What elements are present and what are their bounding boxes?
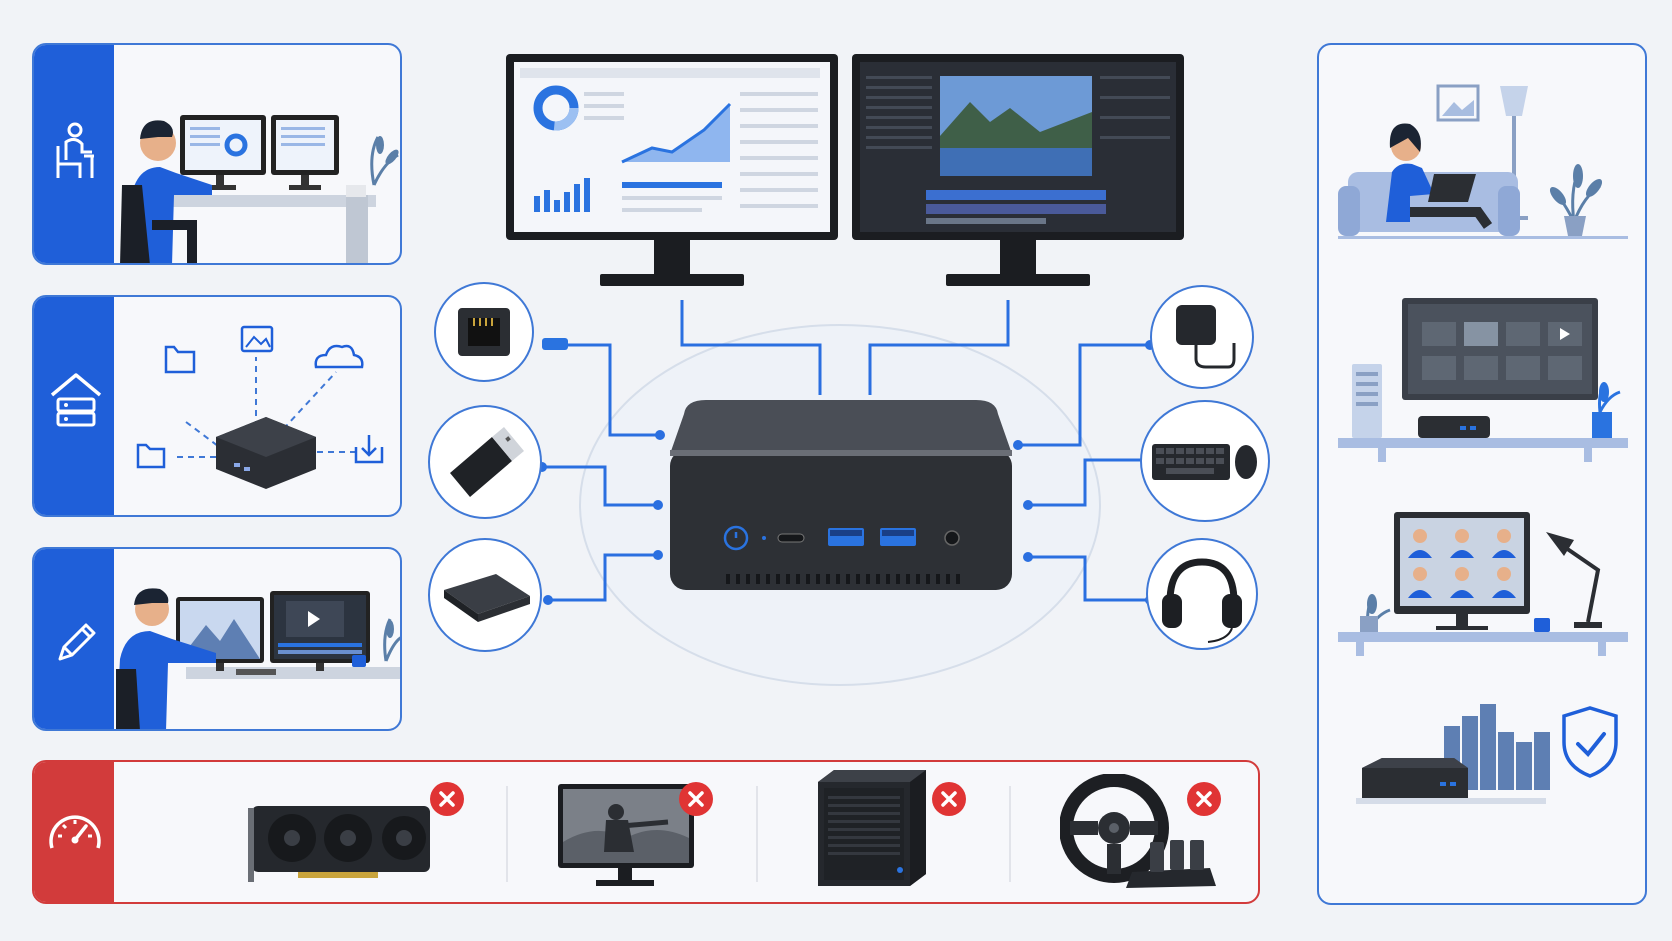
home-server-icon: [50, 373, 102, 427]
home-laptop-scene: [1338, 84, 1628, 239]
power-adapter-circle: [1150, 285, 1254, 389]
not-suitable-x-icon: [430, 782, 464, 816]
pencil-icon: [58, 623, 96, 661]
use-case-server-card: [32, 295, 402, 517]
video-editor-monitor: [852, 54, 1184, 286]
tower-pc-illustration: [818, 770, 926, 886]
power-adapter-icon: [1176, 305, 1236, 369]
use-case-office-card: [32, 43, 402, 265]
secure-server-scene: [1356, 704, 1618, 804]
media-center-scene: [1338, 298, 1628, 462]
dashboard-monitor: [506, 54, 838, 286]
external-ssd-circle: [428, 538, 542, 652]
use-case-band: [34, 45, 114, 263]
usb-dongle-circle: [428, 405, 542, 519]
usb-dongle-icon: [450, 427, 524, 497]
use-case-creative-card: [32, 547, 402, 731]
mini-pc-device: [670, 400, 1012, 590]
not-suitable-x-icon: [932, 782, 966, 816]
gaming-monitor-illustration: [558, 784, 694, 886]
file-server-illustration: [136, 325, 384, 489]
video-conference-scene: [1338, 512, 1628, 656]
racing-wheel-illustration: [1060, 774, 1216, 888]
not-suitable-x-icon: [679, 782, 713, 816]
divider: [506, 786, 508, 882]
not-suitable-band: [34, 762, 114, 902]
usb-cable-plug: [542, 338, 568, 350]
ethernet-port-icon: [458, 308, 510, 356]
not-suitable-x-icon: [1187, 782, 1221, 816]
external-ssd-icon: [444, 574, 530, 622]
keyboard-mouse-icon: [1152, 444, 1257, 480]
headphones-icon: [1162, 558, 1242, 643]
office-worker-illustration: [120, 115, 399, 263]
headphones-circle: [1146, 538, 1258, 650]
person-at-desk-icon: [56, 122, 94, 178]
divider: [756, 786, 758, 882]
creative-editing-illustration: [116, 588, 400, 729]
divider: [1009, 786, 1011, 882]
use-case-band: [34, 297, 114, 515]
graphics-card-illustration: [248, 806, 430, 882]
speedometer-icon: [49, 815, 101, 849]
keyboard-mouse-circle: [1140, 400, 1270, 522]
ethernet-port-circle: [434, 282, 534, 382]
